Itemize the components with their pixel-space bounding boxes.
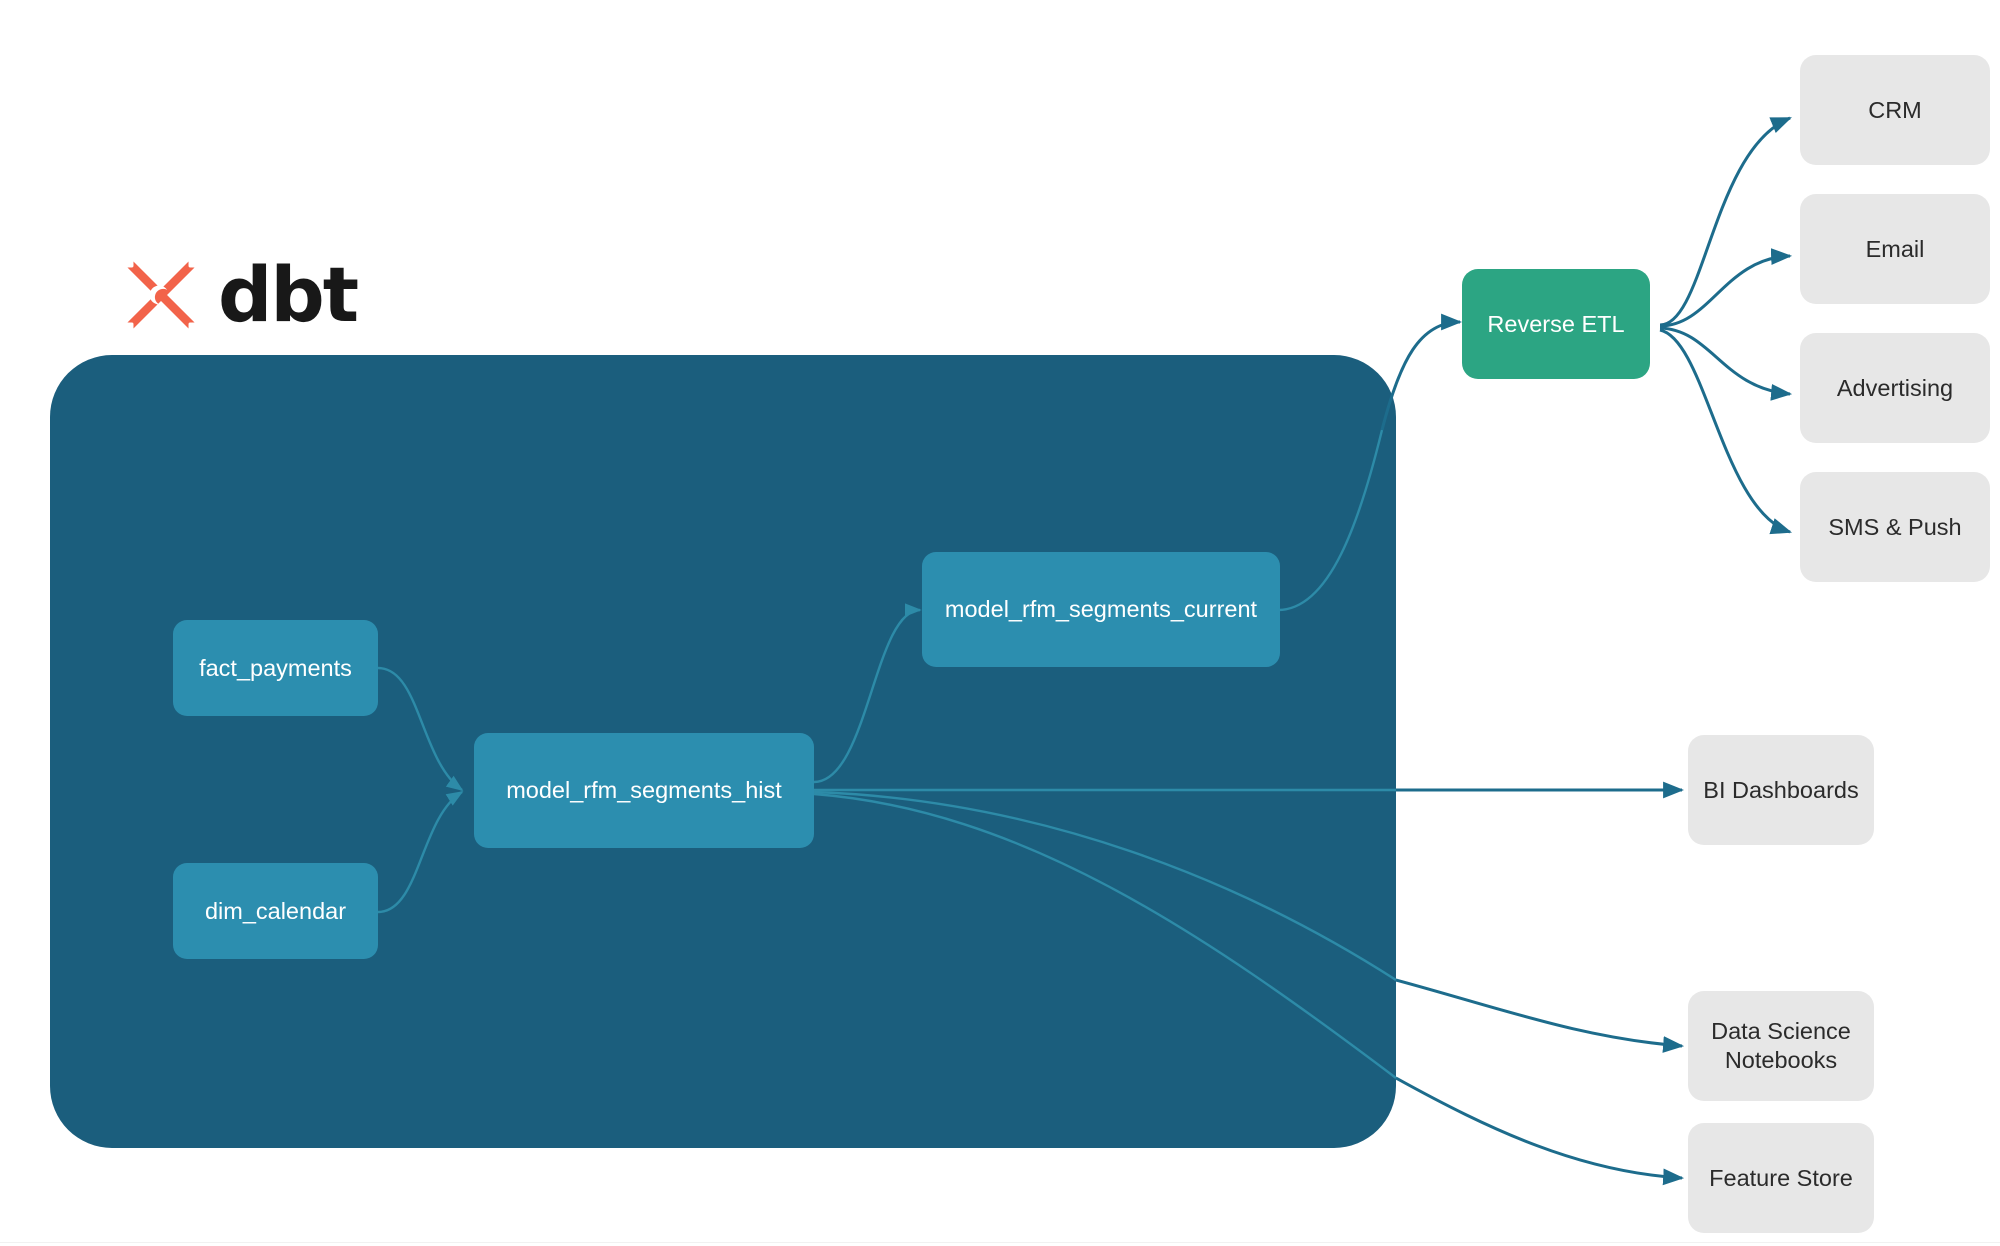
edge-to-feature-store	[1395, 1076, 1685, 1186]
node-model-rfm-segments-hist[interactable]: model_rfm_segments_hist	[474, 733, 814, 848]
node-bi-dashboards[interactable]: BI Dashboards	[1688, 735, 1874, 845]
edge-reverse-etl-to-email	[1659, 248, 1793, 328]
node-data-science-notebooks-label: Data Science Notebooks	[1711, 1018, 1851, 1073]
dbt-wordmark: dbt	[218, 250, 359, 339]
node-model-rfm-segments-hist-label: model_rfm_segments_hist	[506, 777, 782, 804]
edge-reverse-etl-to-sms-push	[1659, 328, 1792, 535]
edge-hist-to-current	[813, 603, 922, 784]
node-model-rfm-segments-current[interactable]: model_rfm_segments_current	[922, 552, 1280, 667]
node-feature-store[interactable]: Feature Store	[1688, 1123, 1874, 1233]
edge-dim-calendar-to-hist	[377, 790, 464, 914]
dbt-logo-mark-icon	[124, 258, 198, 332]
node-model-rfm-segments-current-label: model_rfm_segments_current	[944, 596, 1258, 623]
bottom-divider	[0, 1242, 2000, 1243]
node-data-science-notebooks[interactable]: Data Science Notebooks	[1688, 991, 1874, 1101]
node-bi-dashboards-label: BI Dashboards	[1703, 776, 1859, 803]
node-fact-payments-label: fact_payments	[199, 654, 352, 681]
node-advertising-label: Advertising	[1836, 374, 1954, 401]
node-sms-push[interactable]: SMS & Push	[1800, 472, 1990, 582]
edge-hist-to-fs-inner	[813, 792, 1397, 1079]
edge-fact-payments-to-hist	[377, 666, 464, 791]
node-email-label: Email	[1865, 235, 1925, 262]
node-reverse-etl[interactable]: Reverse ETL	[1462, 269, 1650, 379]
node-reverse-etl-label: Reverse ETL	[1487, 310, 1625, 337]
edge-to-data-science-notebooks	[1395, 978, 1685, 1053]
node-fact-payments[interactable]: fact_payments	[173, 620, 378, 716]
node-sms-push-label: SMS & Push	[1828, 513, 1962, 540]
node-advertising[interactable]: Advertising	[1800, 333, 1990, 443]
node-dim-calendar[interactable]: dim_calendar	[173, 863, 378, 959]
node-feature-store-label: Feature Store	[1709, 1164, 1853, 1191]
node-crm-label: CRM	[1868, 96, 1922, 123]
edge-reverse-etl-to-crm	[1659, 116, 1792, 327]
edge-reverse-etl-to-advertising	[1659, 326, 1793, 401]
node-email[interactable]: Email	[1800, 194, 1990, 304]
edge-hist-to-ds-inner	[813, 790, 1397, 982]
dbt-logo: dbt	[118, 250, 359, 339]
node-crm[interactable]: CRM	[1800, 55, 1990, 165]
edge-container-to-reverse-etl	[1380, 313, 1463, 431]
edge-current-to-retl-inner	[1277, 429, 1384, 612]
node-dim-calendar-label: dim_calendar	[204, 897, 347, 924]
